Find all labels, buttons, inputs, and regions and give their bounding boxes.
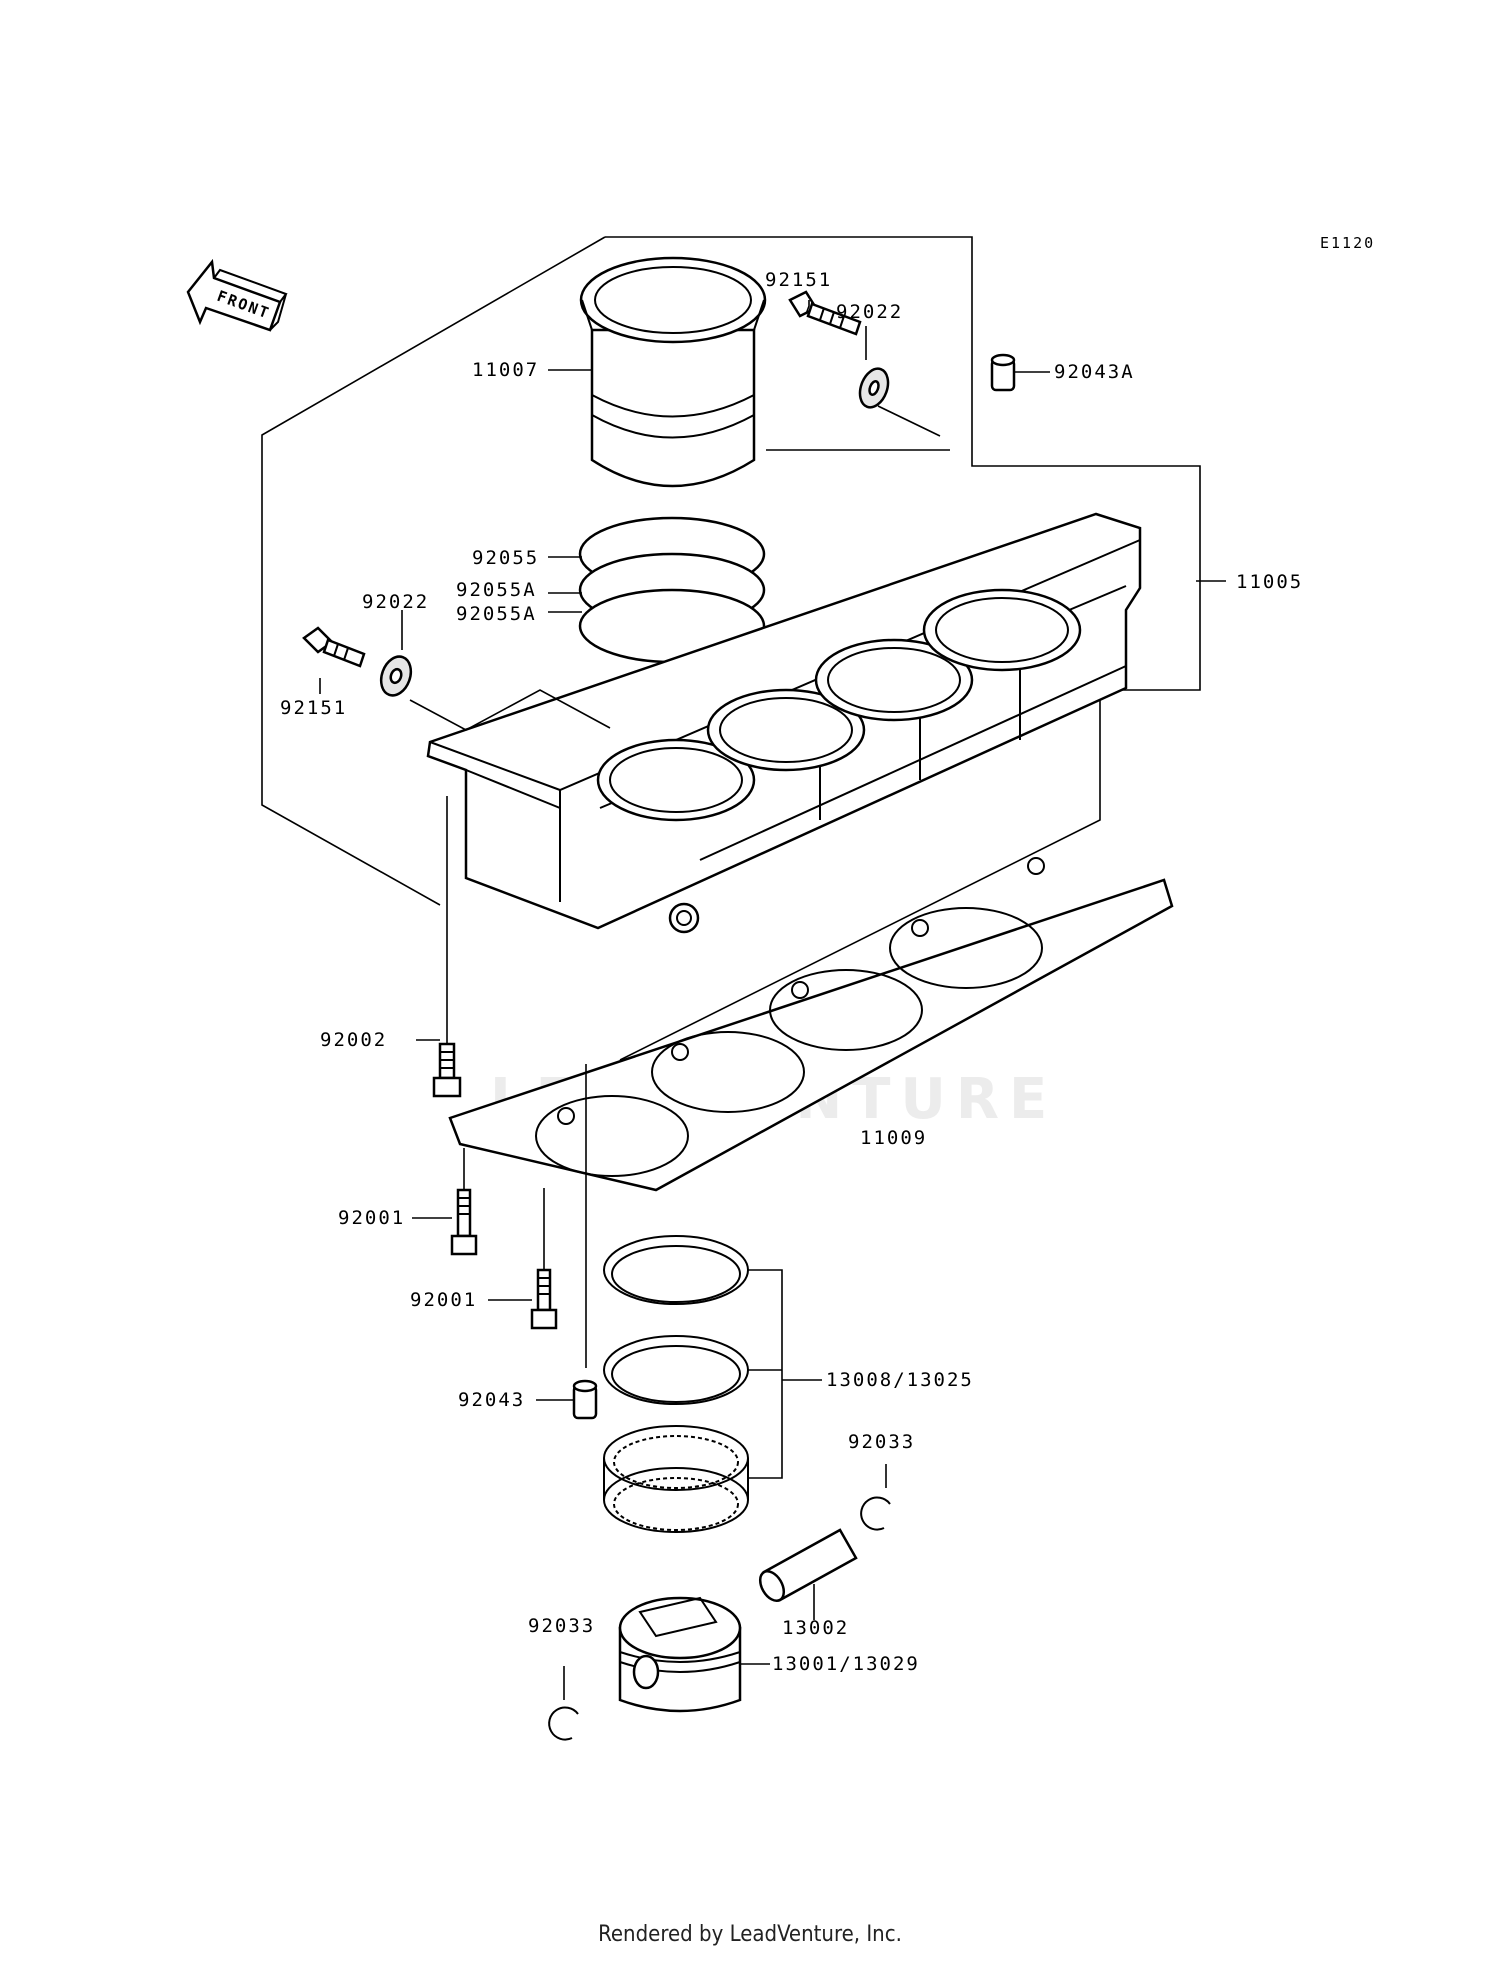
callout-92055A-1: 92055A: [456, 579, 537, 601]
footer-credit: Rendered by LeadVenture, Inc.: [598, 1922, 902, 1947]
bolt-92151-left: [302, 626, 366, 668]
callout-13002: 13002: [782, 1617, 849, 1639]
callout-92043A: 92043A: [1054, 361, 1135, 383]
callout-92002: 92002: [320, 1029, 387, 1051]
callout-13008-13025: 13008/13025: [826, 1369, 974, 1391]
clip-92033-right: [860, 1496, 891, 1531]
group-bracket-lines: [261, 236, 1201, 1061]
callout-92001-b: 92001: [410, 1289, 477, 1311]
callout-11005: 11005: [1236, 571, 1303, 593]
callout-92001-a: 92001: [338, 1207, 405, 1229]
callout-92043: 92043: [458, 1389, 525, 1411]
bolt-92001-a: [450, 1188, 478, 1256]
diagram-code: E1120: [1320, 234, 1375, 252]
head-gasket-11009: [448, 857, 1174, 1192]
callout-92151-top: 92151: [765, 269, 832, 291]
callout-92055A-2: 92055A: [456, 603, 537, 625]
piston-pin-13002: [758, 1528, 858, 1602]
cylinder-sleeve-11007: [579, 256, 767, 488]
callout-92151-left: 92151: [280, 697, 347, 719]
cylinder-block-11005: [426, 512, 1142, 934]
leader-lines: [319, 296, 1226, 1700]
callout-13001-13029: 13001/13029: [772, 1653, 920, 1675]
callout-92022-left: 92022: [362, 591, 429, 613]
bolt-92002: [432, 1042, 462, 1098]
dowel-92043: [572, 1379, 598, 1420]
callout-92022-top: 92022: [836, 301, 903, 323]
front-arrow-icon: FRONT: [186, 258, 288, 332]
callout-11009: 11009: [860, 1127, 927, 1149]
bolt-92001-b: [530, 1268, 558, 1330]
o-rings-92055: [578, 516, 766, 664]
washer-92022-top: [858, 367, 890, 409]
callout-92033-left: 92033: [528, 1615, 595, 1637]
callout-92055: 92055: [472, 547, 539, 569]
washer-92022-left: [379, 655, 413, 697]
callout-11007: 11007: [472, 359, 539, 381]
piston-rings-13008-13025: [603, 1235, 749, 1533]
callout-labels: 92151 92022 92043A 11007 11005 92055 920…: [280, 269, 1303, 1675]
dowel-92043A: [990, 353, 1016, 392]
clip-92033-left: [548, 1706, 579, 1741]
piston-13001-13029: [618, 1596, 742, 1713]
callout-92033-right: 92033: [848, 1431, 915, 1453]
